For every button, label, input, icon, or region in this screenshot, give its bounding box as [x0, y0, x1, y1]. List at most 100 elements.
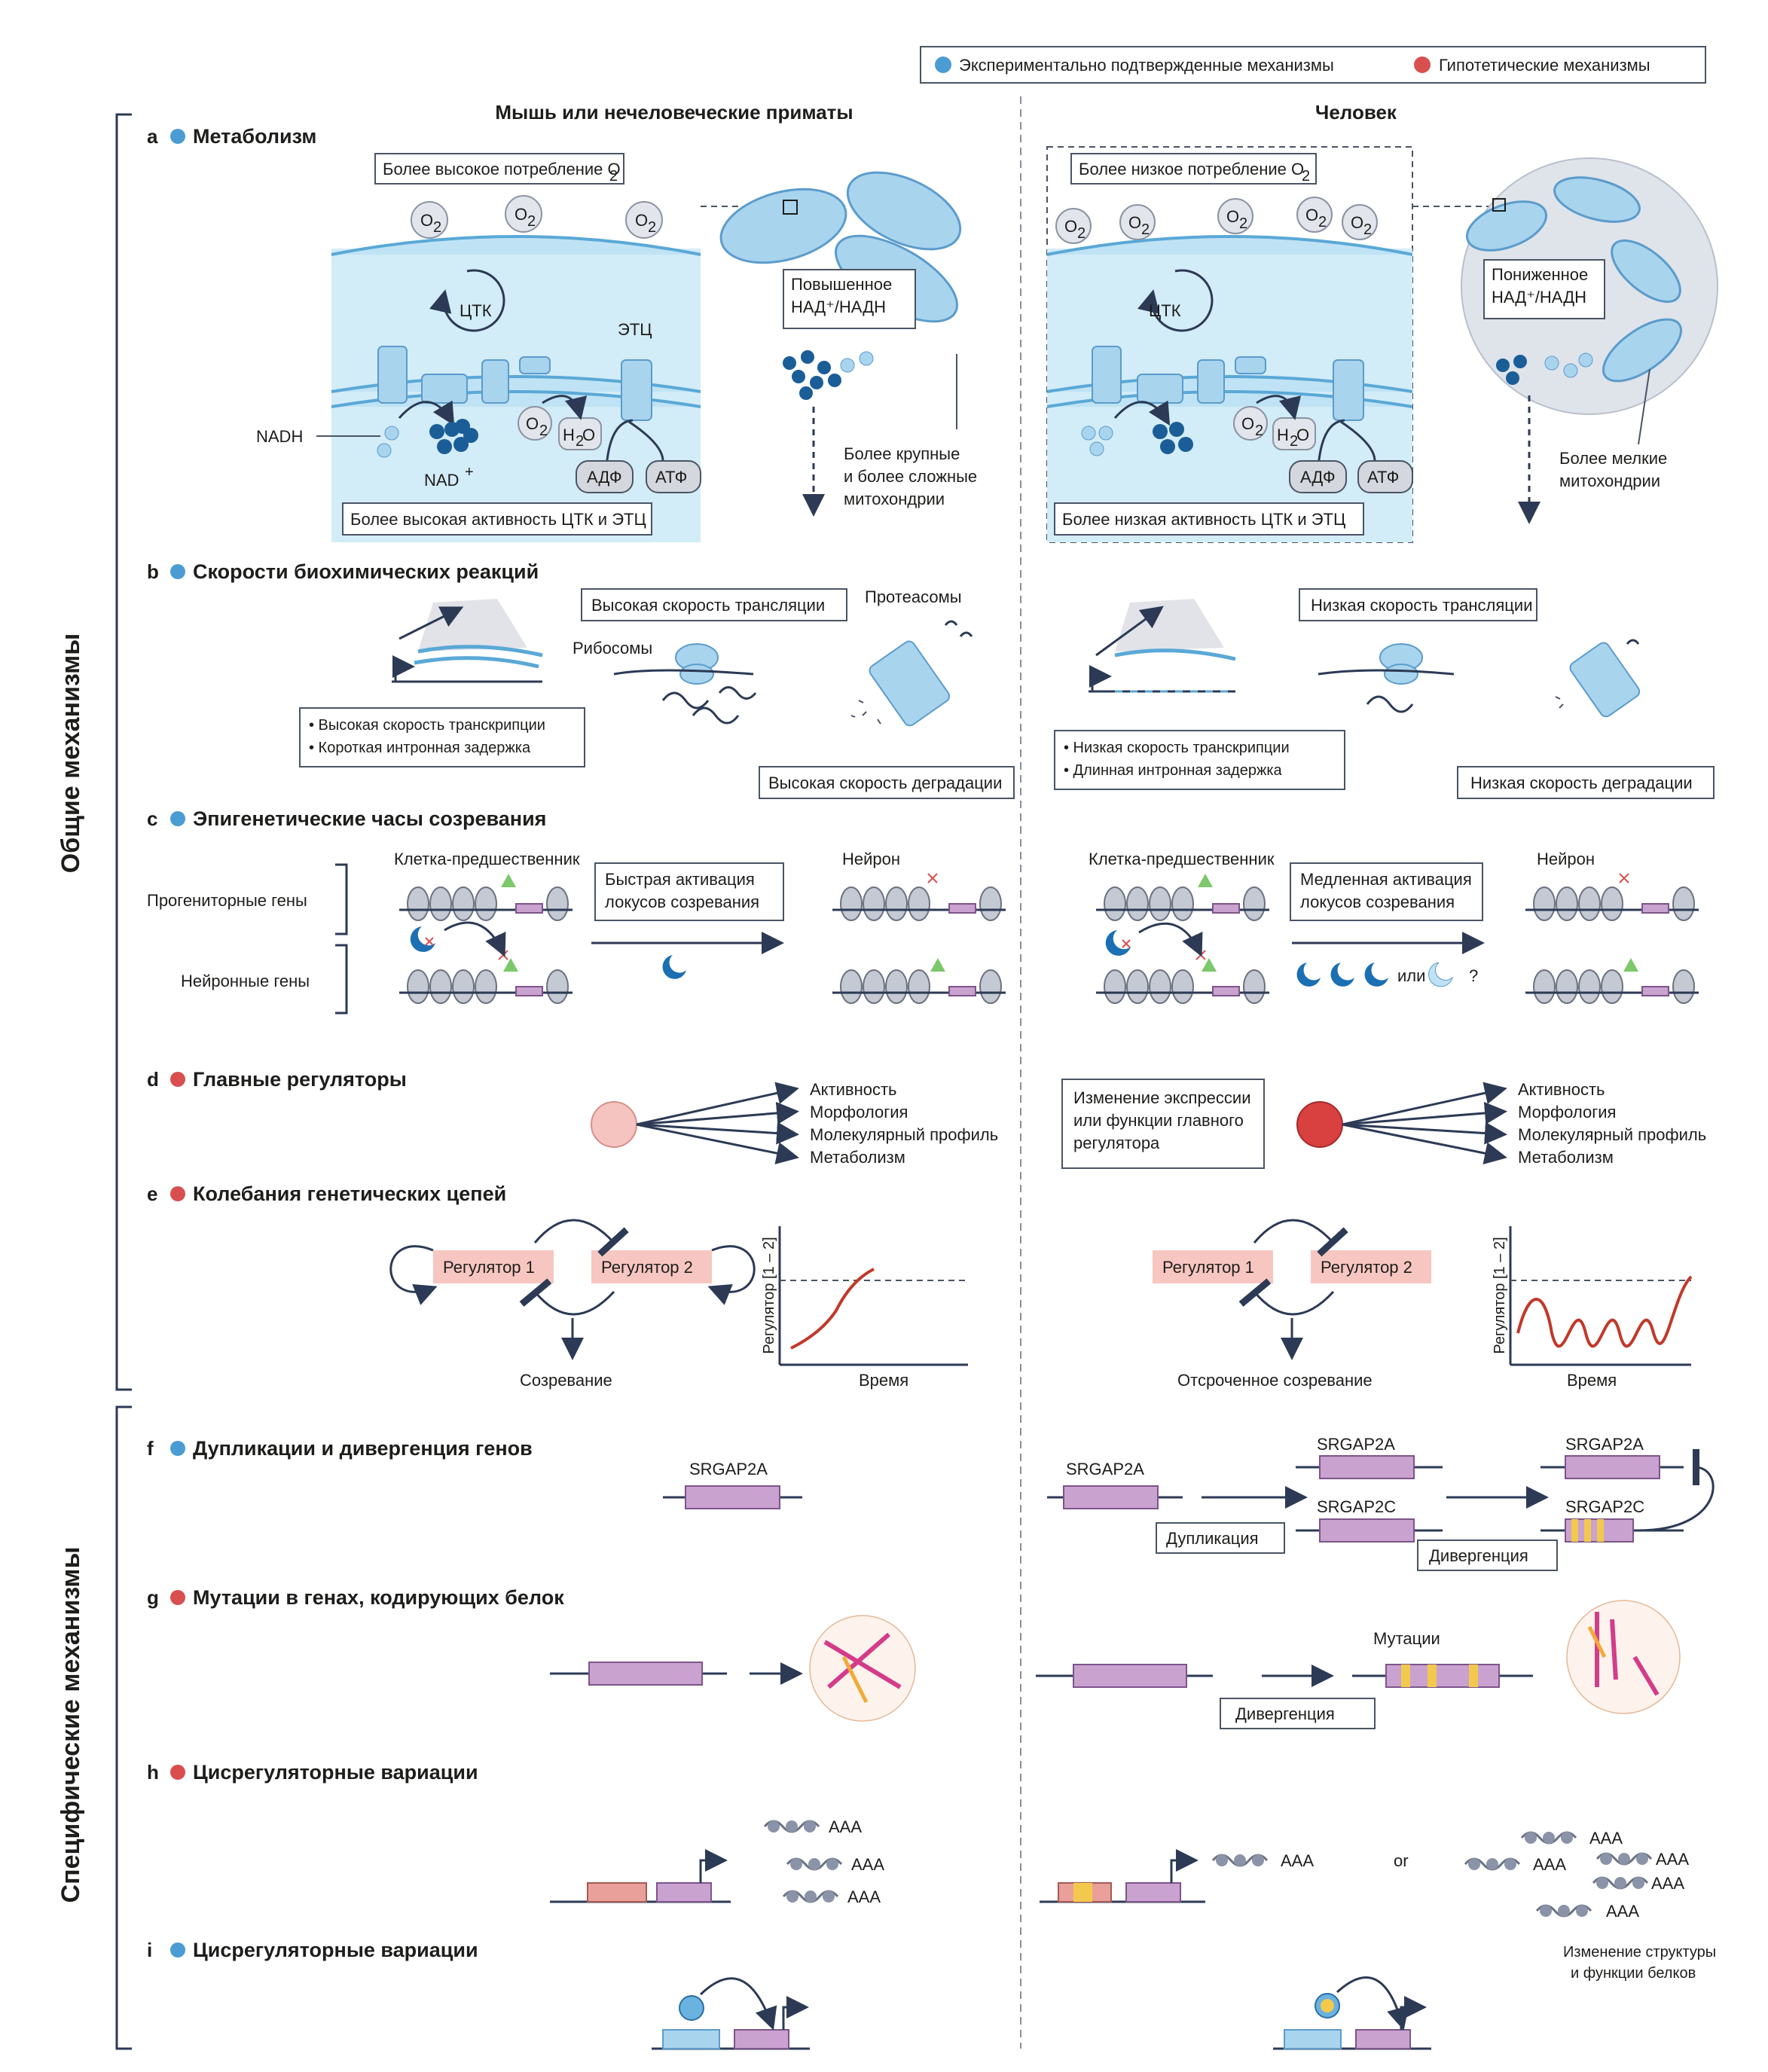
duplication-right: SRGAP2A Дупликация SRGAP2A SRGAP2C Дивер…	[1047, 1435, 1715, 1571]
svg-text:Регулятор 2: Регулятор 2	[601, 1258, 693, 1277]
specific-bracket	[115, 1405, 132, 2050]
svg-text:SRGAP2A: SRGAP2A	[1565, 1435, 1644, 1454]
svg-text:Метаболизм: Метаболизм	[193, 125, 316, 148]
master-left: Активность Морфология Молекулярный профи…	[591, 1080, 998, 1167]
svg-text:Цисрегуляторные вариации: Цисрегуляторные вариации	[193, 1939, 478, 1961]
svg-text:АТФ: АТФ	[1367, 468, 1399, 487]
svg-text:O: O	[1128, 213, 1141, 232]
svg-text:Прогениторные гены: Прогениторные гены	[147, 891, 307, 910]
svg-text:или функции главного: или функции главного	[1073, 1111, 1244, 1130]
svg-text:Быстрая активация: Быстрая активация	[605, 870, 755, 889]
svg-text:Более крупные: Более крупные	[844, 444, 960, 463]
column-left-header: Мышь или нечеловеческие приматы	[495, 101, 853, 124]
metabolism-left: ЦТК ЭТЦ NADH NAD + O 2 H 2 O АДФ АТФ	[256, 153, 977, 542]
svg-text:Морфология: Морфология	[810, 1103, 908, 1121]
svg-text:Изменение структуры: Изменение структуры	[1563, 1944, 1716, 1961]
svg-text:2: 2	[527, 213, 536, 230]
cisreg-i-left	[652, 1977, 810, 2050]
svg-text:2: 2	[1239, 215, 1247, 232]
svg-text:Отсроченное созревание: Отсроченное созревание	[1177, 1371, 1373, 1390]
svg-text:Дивергенция: Дивергенция	[1429, 1546, 1528, 1565]
svg-text:Метаболизм: Метаболизм	[1518, 1148, 1614, 1167]
svg-text:АДФ: АДФ	[1300, 468, 1336, 487]
svg-text:• Короткая интронная задержка: • Короткая интронная задержка	[309, 740, 531, 756]
section-e-header: e Колебания генетических цепей	[147, 1182, 506, 1205]
svg-text:Рибосомы: Рибосомы	[573, 639, 652, 658]
protein-structure-right	[1566, 1600, 1681, 1714]
svg-text:O: O	[582, 426, 595, 444]
svg-text:Нейронные гены: Нейронные гены	[181, 972, 310, 990]
master-right: Изменение экспрессии или функции главног…	[1061, 1079, 1706, 1169]
svg-text:Регулятор 1: Регулятор 1	[1162, 1258, 1254, 1277]
svg-text:Высокая скорость деградации: Высокая скорость деградации	[768, 774, 1002, 792]
legend-hypothetical: Гипотетические механизмы	[1439, 56, 1650, 75]
svg-text:Более мелкие: Более мелкие	[1559, 449, 1667, 468]
svg-text:Время: Время	[859, 1371, 908, 1390]
svg-text:Дивергенция: Дивергенция	[1235, 1704, 1335, 1723]
svg-text:AAA: AAA	[847, 1887, 881, 1906]
svg-text:2: 2	[1318, 214, 1327, 230]
svg-text:Регулятор 1: Регулятор 1	[443, 1258, 535, 1277]
svg-text:Низкая скорость деградации: Низкая скорость деградации	[1470, 774, 1693, 792]
svg-text:2: 2	[1077, 225, 1086, 242]
svg-text:AAA: AAA	[1606, 1902, 1639, 1921]
svg-text:+: +	[465, 464, 474, 481]
svg-text:O: O	[1351, 213, 1363, 232]
svg-text:Регулятор 2: Регулятор 2	[1321, 1258, 1412, 1277]
svg-text:SRGAP2A: SRGAP2A	[1317, 1435, 1395, 1454]
epigenetic-right: Клетка-предшественник Нейрон Медленная а…	[1089, 850, 1699, 1004]
svg-text:НАД⁺/НАДН: НАД⁺/НАДН	[791, 298, 886, 316]
svg-text:Метаболизм: Метаболизм	[810, 1148, 905, 1167]
svg-text:d: d	[147, 1068, 159, 1091]
svg-text:O: O	[1064, 217, 1077, 236]
svg-text:Регулятор [1 – 2]: Регулятор [1 – 2]	[761, 1237, 777, 1353]
svg-text:O: O	[635, 211, 648, 230]
svg-text:O: O	[515, 205, 527, 224]
svg-text:H: H	[1277, 426, 1289, 444]
svg-text:e: e	[147, 1182, 157, 1205]
svg-text:AAA: AAA	[851, 1855, 884, 1874]
legend-experimental: Экспериментально подтвержденные механизм…	[959, 56, 1334, 75]
svg-text:Медленная активация: Медленная активация	[1300, 870, 1472, 889]
svg-text:2: 2	[609, 168, 618, 185]
svg-text:АДФ: АДФ	[587, 468, 622, 487]
svg-text:Более высокое потребление O: Более высокое потребление O	[383, 160, 621, 179]
cisreg-i-right	[1273, 1976, 1431, 2050]
svg-text:SRGAP2A: SRGAP2A	[1066, 1460, 1144, 1478]
svg-text:и более сложные: и более сложные	[844, 467, 977, 486]
general-mechanisms-label: Общие механизмы	[56, 633, 85, 874]
svg-text:Цисрегуляторные вариации: Цисрегуляторные вариации	[193, 1761, 478, 1784]
svg-text:Молекулярный профиль: Молекулярный профиль	[810, 1125, 998, 1144]
column-right-header: Человек	[1315, 101, 1397, 124]
svg-text:?: ?	[1469, 966, 1478, 985]
oscillation-chart-left: Регулятор [1 – 2] Время	[761, 1226, 968, 1390]
oscillation-right: Регулятор 1 Регулятор 2 Отсроченное созр…	[1153, 1219, 1431, 1390]
svg-text:2: 2	[576, 433, 584, 450]
svg-text:O: O	[1305, 206, 1318, 224]
svg-text:Морфология: Морфология	[1518, 1103, 1616, 1121]
svg-text:регулятора: регулятора	[1073, 1134, 1160, 1152]
svg-text:AAA: AAA	[1533, 1855, 1566, 1874]
svg-text:2: 2	[433, 219, 441, 236]
svg-text:Время: Время	[1567, 1371, 1617, 1390]
svg-text:SRGAP2A: SRGAP2A	[689, 1460, 768, 1478]
section-g-header: g Мутации в генах, кодирующих белок	[147, 1586, 564, 1609]
hypothetical-dot	[1414, 56, 1431, 73]
svg-text:митохондрии: митохондрии	[1559, 471, 1660, 490]
cisreg-h-left: AAA AAA AAA	[550, 1817, 884, 1906]
epigenetic-left: Клетка-предшественник Нейрон Прогениторн…	[147, 850, 1006, 1015]
svg-text:2: 2	[1290, 433, 1298, 450]
svg-text:O: O	[526, 414, 539, 433]
svg-text:Дупликация: Дупликация	[1166, 1529, 1259, 1548]
svg-text:Регулятор [1 – 2]: Регулятор [1 – 2]	[1492, 1237, 1508, 1353]
svg-text:АТФ: АТФ	[655, 468, 687, 487]
svg-text:2: 2	[1141, 221, 1150, 238]
svg-text:2: 2	[539, 423, 548, 439]
svg-text:O: O	[1226, 207, 1239, 226]
svg-text:2: 2	[648, 219, 656, 236]
svg-text:ЦТК: ЦТК	[460, 301, 492, 320]
rates-left: • Высокая скорость транскрипции • Коротк…	[299, 587, 1015, 799]
svg-text:2: 2	[1363, 221, 1372, 238]
mrna-cluster: AAA AAA AAA AAA AAA	[1464, 1829, 1689, 1921]
